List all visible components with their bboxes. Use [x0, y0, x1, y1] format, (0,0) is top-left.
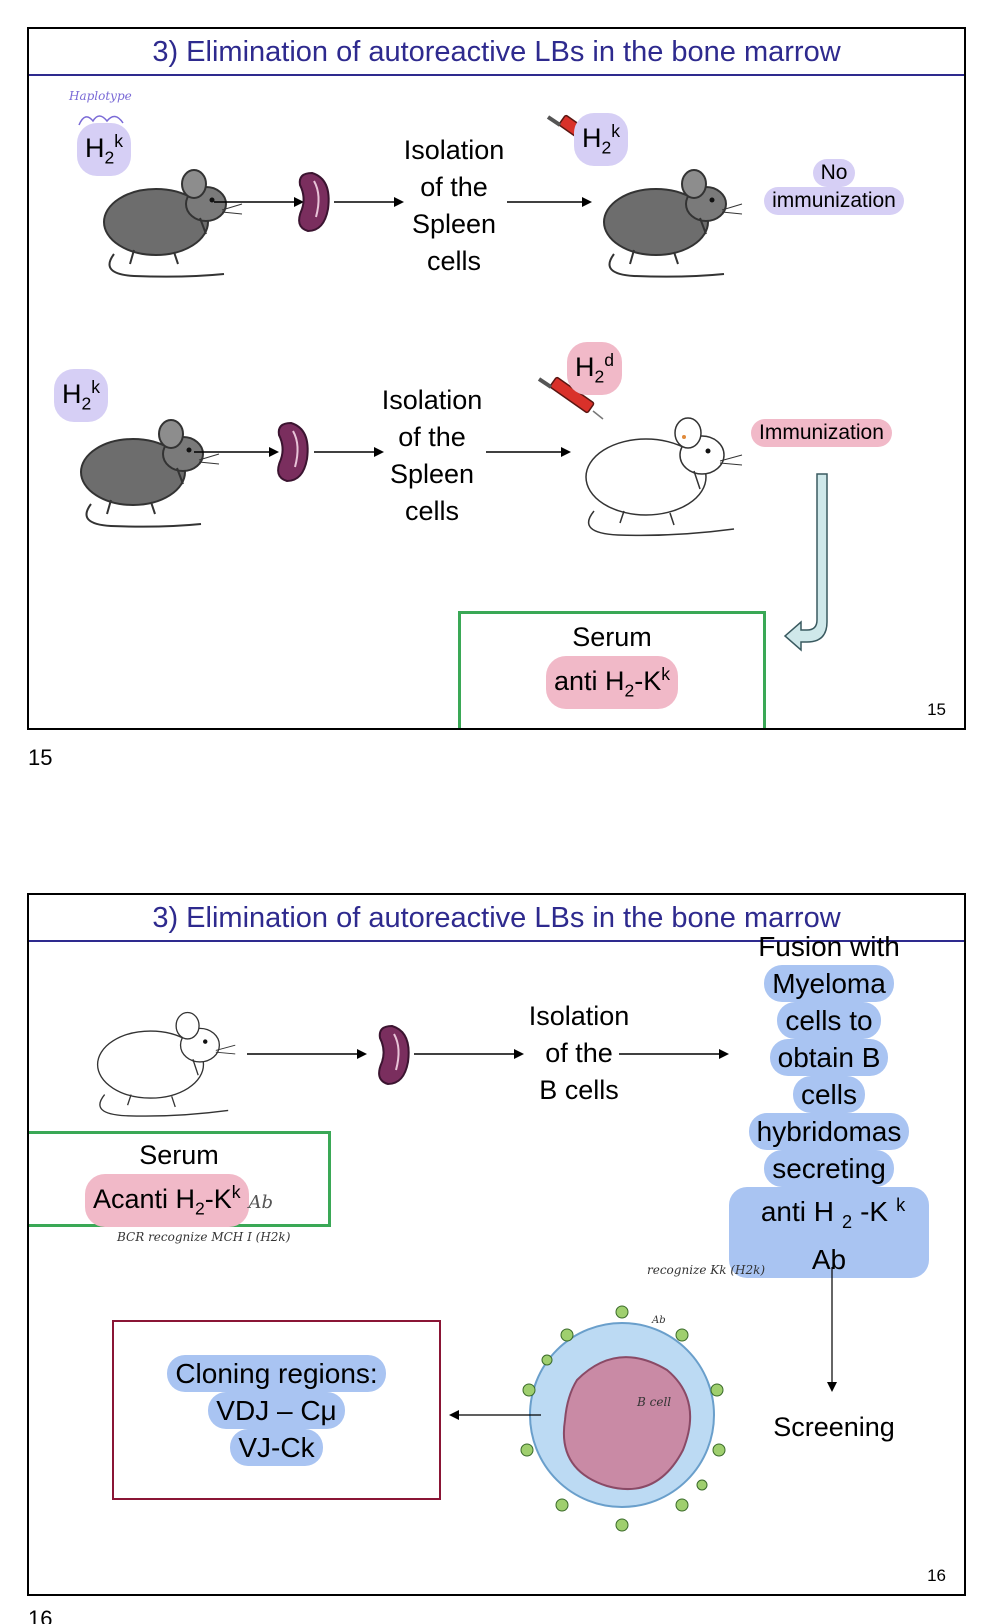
- bcr-note: BCR recognize MCH I (H2k): [117, 1230, 291, 1244]
- spleen-icon: [298, 171, 330, 233]
- arrow-right-icon: [214, 197, 304, 207]
- slide-15: 3) Elimination of autoreactive LBs in th…: [27, 27, 966, 730]
- slide-16: 3) Elimination of autoreactive LBs in th…: [27, 893, 966, 1596]
- white-mouse-icon: [585, 417, 743, 537]
- b-cell-note: B cell: [637, 1395, 672, 1409]
- h2k-syringe-tag: H2k: [574, 113, 629, 167]
- grey-mouse-icon: [80, 419, 220, 528]
- serum-box: [458, 611, 766, 728]
- haplotype-note: Haplotype: [69, 89, 132, 103]
- screening-label: Screening: [773, 1412, 895, 1442]
- page-number: 16: [28, 1606, 53, 1624]
- slide-title: 3) Elimination of autoreactive LBs in th…: [29, 29, 964, 76]
- no-immunization-label: No immunization: [759, 159, 909, 215]
- h2k-tag-row2: H2k: [54, 369, 109, 423]
- arrow-right-icon: [619, 1049, 729, 1059]
- hooked-arrow-icon: [783, 473, 828, 652]
- cloning-text: Cloning regions: VDJ – Cμ VJ-Ck: [112, 1355, 441, 1466]
- arrow-right-icon: [247, 1049, 367, 1059]
- isolation-b-cells-text: Isolation of the B cells: [528, 1001, 630, 1105]
- arrow-right-icon: [334, 197, 404, 207]
- arrow-right-icon: [486, 447, 571, 457]
- slide-number: 16: [927, 1566, 946, 1585]
- arrow-left-icon: [449, 1410, 541, 1420]
- arrow-right-icon: [194, 447, 279, 457]
- ab-note: Ab: [652, 1315, 666, 1326]
- arrow-down-icon: [827, 1267, 837, 1392]
- immunization-label: Immunization: [751, 419, 892, 447]
- recognize-note: recognize Kk (H2k): [647, 1263, 766, 1277]
- cloning-box: [112, 1320, 441, 1500]
- isolation-text-row2: Isolation of the Spleen cells: [381, 385, 483, 526]
- grey-mouse-icon: [603, 169, 743, 278]
- fusion-text: Fusion with Myeloma cells to obtain B ce…: [729, 928, 929, 1278]
- arrow-right-icon: [314, 447, 384, 457]
- h2d-syringe-tag: H2d: [567, 342, 623, 396]
- handwritten-brace-icon: [78, 115, 124, 126]
- spleen-icon: [378, 1024, 410, 1086]
- isolation-text-row1: Isolation of the Spleen cells: [403, 135, 505, 276]
- spleen-icon: [277, 421, 309, 483]
- h2k-tag-row1: H2k: [77, 123, 132, 177]
- arrow-right-icon: [414, 1049, 524, 1059]
- arrow-right-icon: [507, 197, 592, 207]
- slide-title: 3) Elimination of autoreactive LBs in th…: [29, 895, 964, 942]
- page-number: 15: [28, 745, 53, 770]
- serum-label: Serum anti H2-Kk: [458, 619, 766, 710]
- white-mouse-icon: [96, 1011, 236, 1117]
- b-cell-icon: [520, 1305, 726, 1532]
- slide-number: 15: [927, 700, 946, 719]
- grey-mouse-icon: [103, 169, 243, 278]
